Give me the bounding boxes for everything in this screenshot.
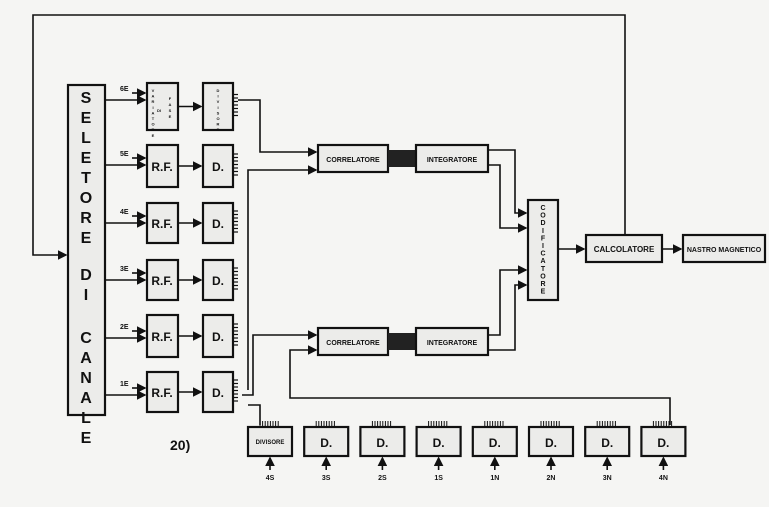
bus-connector (388, 150, 416, 167)
phase-shifter-label-a: VARIATORE (151, 88, 156, 138)
d-box (201, 201, 235, 245)
bottom-input-label: 2N (547, 475, 556, 482)
phase-shifter-label-c: FASE (168, 96, 173, 120)
d-box (201, 143, 235, 189)
correlator-label: CORRELATORE (326, 340, 380, 347)
bottom-input-label: 3S (322, 475, 331, 482)
channel-selector-box (66, 83, 107, 417)
bottom-box-label: D. (601, 436, 613, 450)
selector-word: SELETORE (78, 90, 95, 250)
bottom-unit: D. 4N (640, 421, 687, 482)
d-label: D. (212, 330, 224, 344)
input-label: 5E (120, 151, 129, 158)
channel-row: 2E R.F. D. (105, 313, 238, 359)
correlation-chain: CORRELATORE INTEGRATORE (316, 143, 490, 174)
bottom-input-label: 4S (266, 475, 275, 482)
d-box (201, 313, 235, 359)
input-label: 2E (120, 324, 129, 331)
selector-word: DI (78, 267, 95, 307)
channel-row: 5E R.F. D. (105, 143, 238, 189)
input-label: 4E (120, 209, 129, 216)
d-label: D. (212, 217, 224, 231)
feedback-line (32, 14, 626, 260)
bottom-box-label: D. (376, 436, 388, 450)
integrator-label: INTEGRATORE (427, 340, 478, 347)
bottom-unit: D. 2S (359, 421, 406, 482)
divider-box (246, 425, 294, 458)
bottom-unit: D. 1S (415, 421, 462, 482)
d-box (201, 258, 235, 302)
d-box (201, 370, 235, 414)
computer-label: CALCOLATORE (594, 245, 655, 254)
channel-row: 3E R.F. D. (105, 258, 238, 302)
input-label: 1E (120, 381, 129, 388)
bottom-unit: D. 3N (584, 421, 631, 482)
rf-label: R.F. (151, 160, 172, 174)
bottom-input-label: 2S (378, 475, 387, 482)
d-box (415, 425, 462, 458)
bottom-unit: D. 1N (471, 421, 518, 482)
d-box (471, 425, 518, 458)
bottom-box-label: D. (320, 436, 332, 450)
bottom-input-label: 1S (434, 475, 443, 482)
integrator-box (414, 326, 490, 357)
d-label: D. (212, 386, 224, 400)
rf-label: R.F. (151, 274, 172, 288)
bottom-unit: D. 3S (303, 421, 350, 482)
rf-label: R.F. (151, 386, 172, 400)
bottom-box-label: DIVISORE (256, 440, 285, 446)
magnetic-tape-label: NASTRO MAGNETICO (687, 247, 762, 254)
bottom-input-label: 3N (603, 475, 612, 482)
selector-word: CANALE (78, 330, 95, 450)
bottom-box-label: D. (657, 436, 669, 450)
rf-label: R.F. (151, 217, 172, 231)
phase-shifter-di: DI (157, 108, 161, 113)
rf-label: R.F. (151, 330, 172, 344)
integrator-label: INTEGRATORE (427, 157, 478, 164)
bottom-input-label: 1N (490, 475, 499, 482)
bottom-box-label: D. (489, 436, 501, 450)
rf-box (145, 370, 180, 414)
encoder-label: CODIFICATORE (539, 205, 546, 296)
correlation-chain: CORRELATORE INTEGRATORE (316, 326, 490, 357)
bottom-box-label: D. (433, 436, 445, 450)
divider-box (201, 81, 235, 132)
rf-box (145, 258, 180, 302)
d-box (584, 425, 631, 458)
channel-selector-label: SELETORE DI CANALE (78, 90, 95, 450)
correlator-box (316, 326, 390, 357)
integrator-box (414, 143, 490, 174)
bottom-unit: D. 2N (527, 421, 575, 482)
input-label: 6E (120, 86, 129, 93)
encoder-text: CODIFICATORE (539, 205, 546, 296)
rf-box (145, 313, 180, 359)
d-label: D. (212, 274, 224, 288)
computer-box (584, 233, 664, 264)
channel-row: 1E R.F. D. (105, 370, 238, 414)
divider-label: DIVISORE (216, 88, 221, 133)
correlator-label: CORRELATORE (326, 157, 380, 164)
channel-row: 4E R.F. D. (105, 201, 238, 245)
rf-box (145, 201, 180, 245)
encoder-box (526, 198, 560, 302)
d-label: D. (212, 160, 224, 174)
bottom-unit: DIVISORE 4S (246, 421, 294, 482)
bus-connector (388, 333, 416, 350)
figure-number: 20) (170, 437, 190, 453)
input-label: 3E (120, 266, 129, 273)
magnetic-tape-box (681, 233, 767, 264)
bottom-input-label: 4N (659, 475, 668, 482)
bottom-box-label: D. (545, 436, 557, 450)
